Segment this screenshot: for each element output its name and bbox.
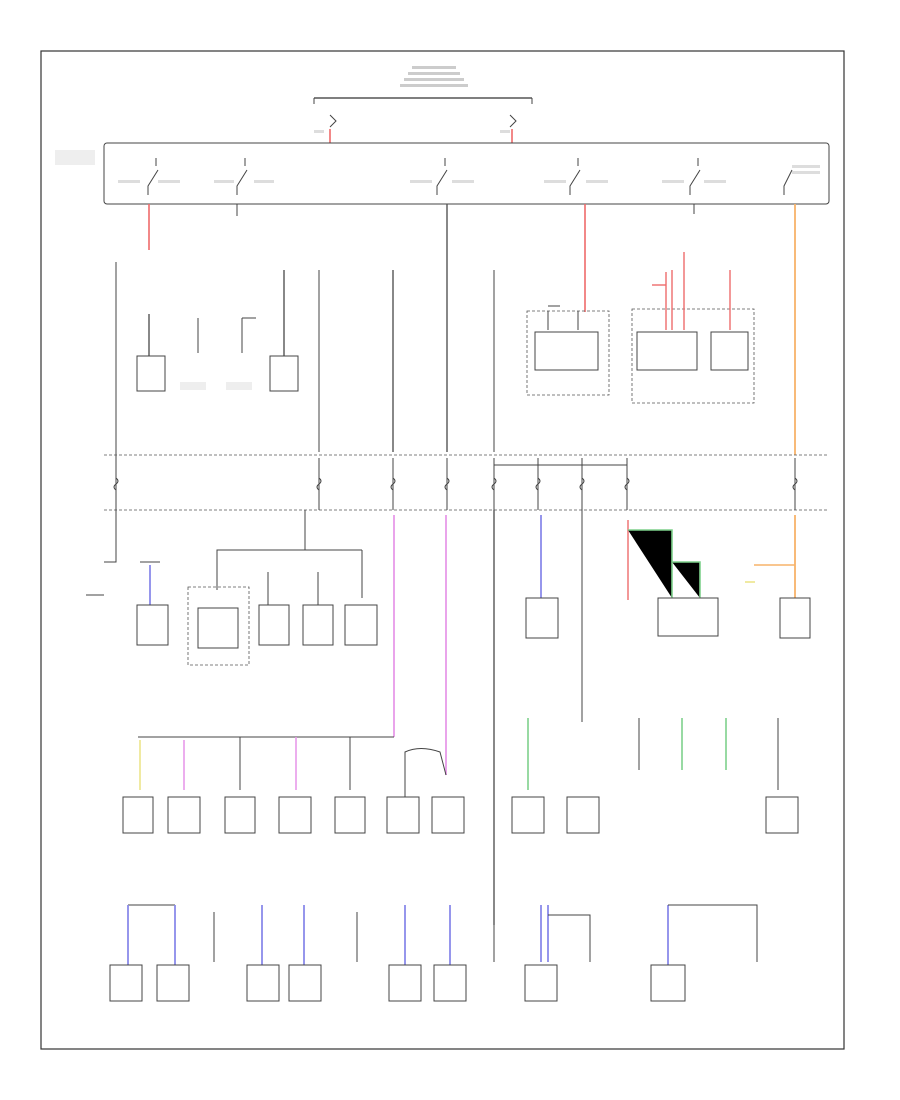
component-box: [566, 796, 600, 834]
component-box: [765, 796, 799, 834]
component-box: [525, 597, 559, 639]
upper-left-components: [115, 262, 299, 458]
fuse-2: [316, 458, 322, 510]
lower-row-1: [122, 718, 799, 834]
component-box: [258, 604, 290, 646]
fuse-6: [535, 458, 541, 510]
component-box: [156, 964, 190, 1002]
middle-left-components: [86, 510, 378, 666]
fuse-4: [444, 458, 450, 510]
component-box: [224, 796, 256, 834]
relay-switch-1: [118, 158, 180, 195]
long-feed-wires: [393, 510, 495, 925]
component-box: [197, 607, 239, 649]
upper-feed-wires: [148, 204, 796, 455]
relay-switch-6: [783, 165, 820, 195]
upper-right-components: [526, 252, 755, 404]
fuse-5: [491, 458, 497, 510]
component-box: [109, 964, 143, 1002]
component-box: [511, 796, 545, 834]
input-fusible-links: [314, 114, 517, 144]
component-box: [657, 597, 719, 637]
component-box: [136, 355, 166, 392]
component-box: [388, 964, 422, 1002]
relay-switch-2: [214, 158, 274, 195]
component-box: [167, 796, 201, 834]
component-box: [334, 796, 366, 834]
fuse-7: [579, 458, 585, 510]
middle-right-components: [525, 510, 811, 722]
component-box: [278, 796, 312, 834]
component-box: [534, 331, 599, 371]
component-box: [779, 597, 811, 639]
power-source: [313, 66, 533, 104]
relay-switch-4: [544, 158, 608, 195]
component-box: [650, 964, 686, 1002]
component-box: [524, 964, 558, 1002]
component-box: [122, 796, 154, 834]
relay-switch-3: [410, 158, 474, 195]
fuse-1: [113, 458, 119, 510]
fuse-9: [792, 458, 798, 510]
diagram-frame: [40, 50, 845, 1050]
component-box: [288, 964, 322, 1002]
fuse-3: [390, 458, 396, 510]
relay-switch-5: [662, 158, 726, 195]
component-box: [269, 355, 299, 392]
component-box: [431, 796, 465, 834]
component-box: [246, 964, 280, 1002]
component-box: [636, 331, 698, 371]
component-box: [710, 331, 749, 371]
component-box: [433, 964, 467, 1002]
component-box: [302, 604, 334, 646]
component-box: [344, 604, 378, 646]
fuse-8: [624, 458, 630, 510]
component-box: [136, 604, 169, 646]
fuse-panel: [104, 454, 829, 511]
relay-box-outline: [103, 142, 830, 205]
relay-box: [55, 142, 830, 205]
lower-row-2: [109, 904, 758, 1002]
component-box: [386, 796, 420, 834]
